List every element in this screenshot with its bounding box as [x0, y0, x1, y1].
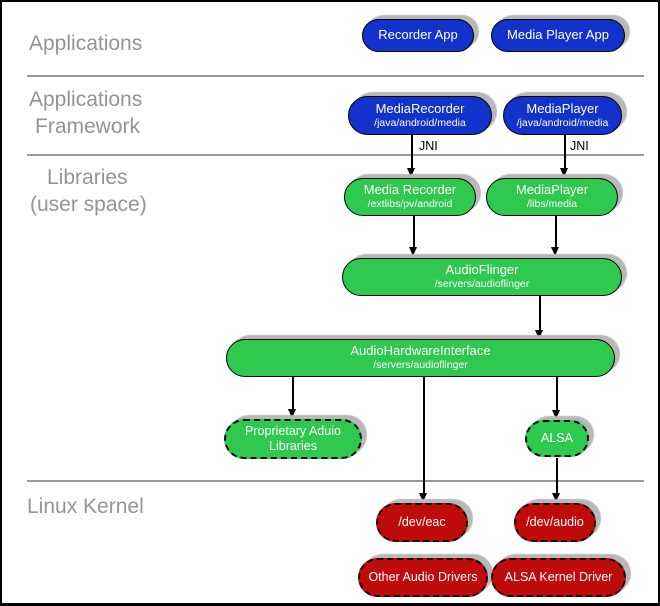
layer-label-applications: Applications [29, 32, 143, 55]
arrow-line-alsa-dev-audio [556, 458, 558, 494]
arrow-line-mediarecorder-jni [411, 135, 413, 169]
arrowhead-alsa-dev-audio [552, 493, 560, 502]
node-title: MediaPlayer [515, 182, 589, 198]
node-title: ALSA [541, 431, 573, 445]
node-subtitle: /servers/audioflinger [434, 278, 530, 291]
node-title-line1: Proprietary Aduio [245, 424, 341, 438]
layer-label-applications-framework-line2: Framework [35, 115, 141, 138]
edge-label-jni-left: JNI [419, 139, 438, 153]
arrow-line-mediaplayer-audioflinger [555, 216, 557, 248]
node-title: Other Audio Drivers [368, 570, 478, 584]
node-mediarecorder-framework: MediaRecorder /java/android/media [348, 96, 492, 135]
node-other-audio-drivers: Other Audio Drivers [358, 558, 488, 597]
node-title: Media Recorder [363, 182, 457, 198]
node-alsa-kernel-driver: ALSA Kernel Driver [491, 558, 626, 597]
node-subtitle: /libs/media [526, 198, 578, 211]
node-title: AudioHardwareInterface [350, 343, 491, 359]
node-audiohardwareinterface: AudioHardwareInterface /servers/audiofli… [226, 339, 615, 377]
arrowhead-mediarecorder-audioflinger [409, 247, 417, 256]
node-title-line2: Libraries [269, 439, 317, 453]
separator-framework-libraries [27, 154, 644, 156]
arrowhead-mediaplayer-audioflinger [551, 247, 559, 256]
node-proprietary-audio-libraries: Proprietary Aduio Libraries [224, 419, 362, 459]
separator-applications-framework [27, 75, 644, 77]
layer-label-libraries-line1: Libraries [47, 166, 128, 189]
arrow-line-ahi-dev-eac [423, 377, 425, 494]
node-audioflinger: AudioFlinger /servers/audioflinger [342, 258, 622, 296]
layer-label-libraries-line2: (user space) [30, 193, 147, 216]
layer-label-applications-framework-line1: Applications [29, 88, 143, 111]
node-media-recorder-lib: Media Recorder /extlibs/pv/android [344, 178, 476, 216]
arrowhead-ahi-dev-eac [419, 493, 427, 502]
arrow-line-mediarecorder-audioflinger [413, 216, 415, 248]
node-mediaplayer-lib: MediaPlayer /libs/media [486, 178, 618, 216]
node-title: MediaPlayer [526, 100, 599, 116]
node-alsa: ALSA [525, 420, 589, 457]
layer-label-linux-kernel: Linux Kernel [27, 495, 144, 518]
arrowhead-audioflinger-ahi [535, 330, 543, 339]
edge-label-jni-right: JNI [570, 139, 589, 153]
node-title: Recorder App [378, 27, 458, 43]
arrow-line-audioflinger-ahi [539, 296, 541, 331]
node-dev-audio: /dev/audio [514, 503, 596, 542]
node-title: MediaRecorder [375, 100, 465, 116]
node-recorder-app: Recorder App [362, 19, 474, 52]
node-title: Media Player App [507, 27, 609, 43]
node-mediaplayer-framework: MediaPlayer /java/android/media [503, 96, 622, 135]
node-title: ALSA Kernel Driver [504, 570, 613, 584]
arrowhead-mediaplayer-jni [560, 168, 568, 177]
node-subtitle: /java/android/media [374, 116, 466, 129]
node-title: /dev/audio [526, 515, 584, 529]
arrow-line-mediaplayer-jni [564, 135, 566, 169]
node-media-player-app: Media Player App [491, 19, 625, 52]
node-subtitle: /java/android/media [516, 116, 609, 129]
node-title: AudioFlinger [445, 262, 519, 278]
arrow-line-ahi-alsa [556, 377, 558, 411]
separator-libraries-kernel [27, 480, 644, 482]
node-title: /dev/eac [398, 515, 446, 529]
arrow-line-ahi-proprietary [292, 377, 294, 410]
arrowhead-ahi-alsa [552, 410, 560, 419]
arrowhead-mediarecorder-jni [407, 168, 415, 177]
node-subtitle: /servers/audioflinger [373, 359, 468, 372]
node-subtitle: /extlibs/pv/android [367, 198, 453, 211]
node-dev-eac: /dev/eac [376, 503, 468, 542]
arrowhead-ahi-proprietary [288, 409, 296, 418]
